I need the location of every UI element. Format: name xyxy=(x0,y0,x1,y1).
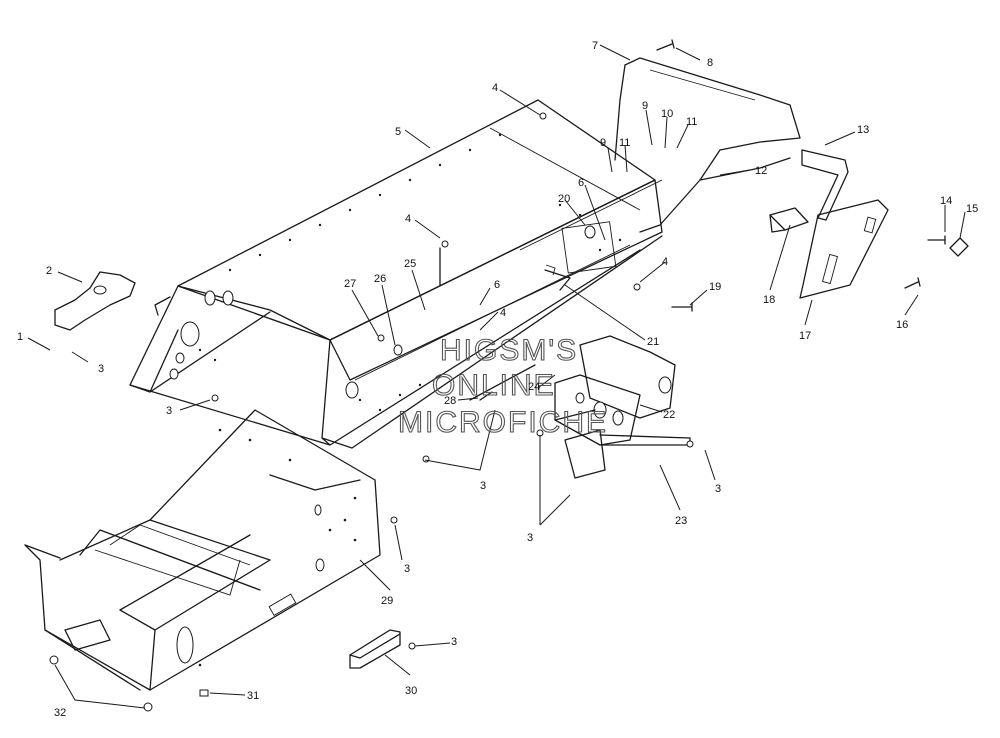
callout-22: 22 xyxy=(663,409,675,421)
callout-19: 19 xyxy=(709,281,721,293)
callout-28: 28 xyxy=(444,395,456,407)
rivet-dots xyxy=(198,133,622,412)
callout-3: 3 xyxy=(404,563,410,575)
callout-3: 3 xyxy=(480,480,486,492)
watermark-line-2: ONLINE xyxy=(432,369,556,402)
cross-bar xyxy=(544,264,571,291)
callout-3: 3 xyxy=(166,405,172,417)
hitch-bracket xyxy=(801,149,849,221)
callout-labels: 1 2 3 3 3 3 3 3 3 4 4 4 4 5 6 6 7 8 9 9 … xyxy=(17,40,978,719)
watermark-line-3: MICROFICHE xyxy=(398,406,608,439)
front-mount-bracket xyxy=(54,271,136,331)
callout-6: 6 xyxy=(494,279,500,291)
callout-11: 11 xyxy=(619,137,630,149)
callout-7: 7 xyxy=(592,40,598,52)
callout-4: 4 xyxy=(500,307,506,319)
running-board xyxy=(24,409,381,691)
callout-12: 12 xyxy=(755,165,767,177)
callout-8: 8 xyxy=(707,57,713,69)
callout-4: 4 xyxy=(405,213,411,225)
callout-3: 3 xyxy=(451,636,457,648)
callout-23: 23 xyxy=(675,515,687,527)
callout-29: 29 xyxy=(381,595,393,607)
callout-30: 30 xyxy=(405,685,417,697)
callout-9: 9 xyxy=(600,137,606,149)
mount-plate xyxy=(799,199,889,299)
angle-bracket xyxy=(349,629,401,669)
callout-32: 32 xyxy=(54,707,66,719)
callout-27: 27 xyxy=(344,278,356,290)
callout-24: 24 xyxy=(528,381,540,393)
callout-2: 2 xyxy=(46,265,52,277)
rear-bracket-assembly xyxy=(554,335,691,479)
watermark-line-1: HIGSM'S xyxy=(440,334,578,367)
callout-1: 1 xyxy=(17,331,23,343)
callout-26: 26 xyxy=(374,273,386,285)
callout-25: 25 xyxy=(404,258,416,270)
fasteners-right xyxy=(656,39,969,312)
callout-17: 17 xyxy=(799,330,811,342)
callout-5: 5 xyxy=(395,126,401,138)
callout-31: 31 xyxy=(247,690,259,702)
callout-3: 3 xyxy=(98,363,104,375)
callout-16: 16 xyxy=(896,319,908,331)
callout-6: 6 xyxy=(578,177,584,189)
callout-21: 21 xyxy=(647,336,659,348)
callout-9: 9 xyxy=(642,100,648,112)
callout-3: 3 xyxy=(715,483,721,495)
callout-11: 11 xyxy=(686,116,697,128)
callout-4: 4 xyxy=(662,256,668,268)
misc-fasteners xyxy=(49,112,694,712)
callout-14: 14 xyxy=(940,195,952,207)
rear-flap-assembly xyxy=(614,57,801,233)
watermark: HIGSM'S ONLINE MICROFICHE xyxy=(397,333,608,439)
callout-20: 20 xyxy=(558,193,570,205)
small-bracket xyxy=(769,207,809,233)
tunnel-assembly xyxy=(129,99,663,449)
leader-lines xyxy=(27,44,966,709)
callout-10: 10 xyxy=(661,108,673,120)
callout-4: 4 xyxy=(492,82,498,94)
callout-18: 18 xyxy=(763,294,775,306)
callout-3: 3 xyxy=(527,532,533,544)
callout-13: 13 xyxy=(857,124,869,136)
callout-15: 15 xyxy=(966,203,978,215)
